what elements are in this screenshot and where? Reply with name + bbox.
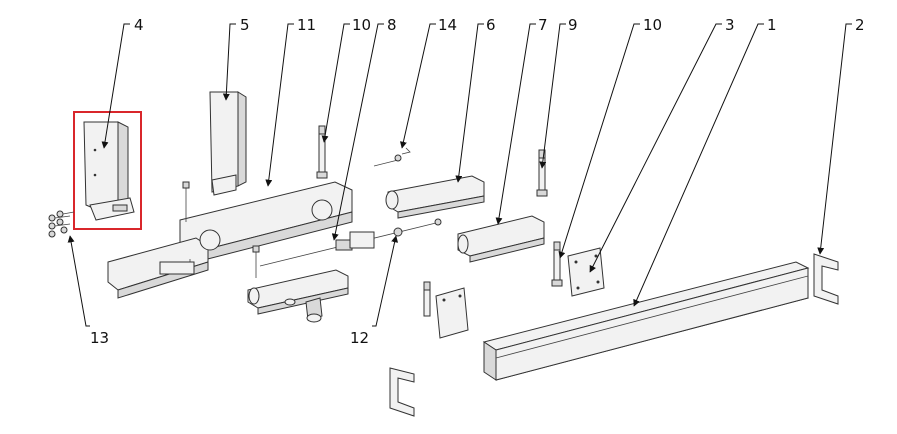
lower-u-bracket[interactable] <box>389 367 415 417</box>
square-plate-with-pin[interactable] <box>423 281 469 339</box>
part-5-vertical-plate[interactable] <box>209 91 247 196</box>
label-7: 7 <box>538 16 548 34</box>
label-10-right: 10 <box>643 16 662 34</box>
label-2: 2 <box>855 16 865 34</box>
label-5: 5 <box>240 16 250 34</box>
leader-lines <box>67 23 852 327</box>
part-4-upright-bracket[interactable] <box>83 121 135 221</box>
part-1-long-beam[interactable] <box>482 261 810 381</box>
label-13: 13 <box>90 329 109 347</box>
label-3: 3 <box>725 16 735 34</box>
lower-channel[interactable] <box>247 269 349 323</box>
part-3-square-plate[interactable] <box>567 247 605 297</box>
label-9: 9 <box>568 16 578 34</box>
label-4: 4 <box>134 16 144 34</box>
label-6: 6 <box>486 16 496 34</box>
part-9-pin[interactable] <box>536 149 548 197</box>
part-6-upper-channel[interactable] <box>385 175 485 219</box>
label-1: 1 <box>767 16 777 34</box>
part-10-pin-left[interactable] <box>316 125 328 179</box>
part-11-main-frame[interactable] <box>107 181 353 299</box>
part-2-u-bracket[interactable] <box>813 253 839 305</box>
highlight-box <box>73 111 142 230</box>
label-8: 8 <box>387 16 397 34</box>
label-12: 12 <box>350 329 369 347</box>
part-10-pin-right[interactable] <box>551 241 563 287</box>
part-7-small-channel[interactable] <box>457 215 545 263</box>
label-10-left: 10 <box>352 16 371 34</box>
label-11: 11 <box>297 16 316 34</box>
part-12-rod-assembly[interactable] <box>252 218 442 278</box>
part-14-spring-clip[interactable] <box>373 147 411 167</box>
part-13-bolts[interactable] <box>48 210 75 238</box>
label-14: 14 <box>438 16 457 34</box>
